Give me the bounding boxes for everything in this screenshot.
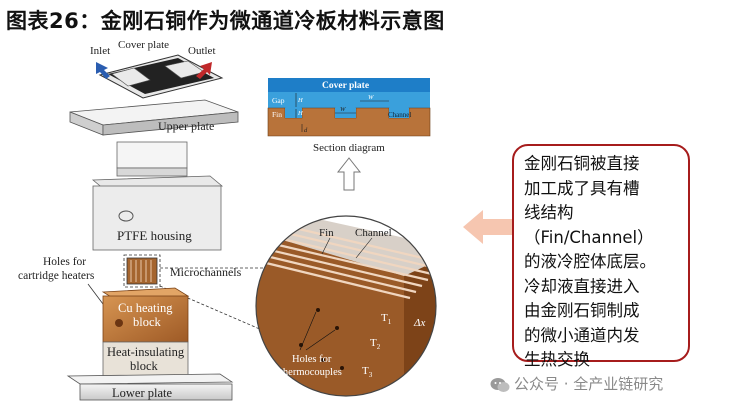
callout-line: 金刚石铜被直接 [524, 154, 640, 173]
zoom-dx: Δx [413, 317, 425, 329]
microchannel-stub [126, 257, 158, 285]
callout-line: （Fin/Channel） [524, 227, 654, 247]
zoom-t2: T2 [370, 337, 381, 351]
cu-heating-block-part [101, 287, 190, 343]
lower-plate-part [66, 373, 234, 401]
up-arrow-icon [336, 157, 362, 191]
label-cover-plate: Cover plate [118, 39, 169, 51]
zoom-t1: T1 [381, 312, 392, 326]
cover-plate-part [98, 54, 224, 99]
callout-box: 金刚石铜被直接 加工成了具有槽 线结构 （Fin/Channel） 的液冷腔体底… [512, 144, 690, 369]
svg-text:H: H [297, 110, 303, 117]
section-cover-plate: Cover plate [322, 81, 369, 91]
wechat-icon [490, 377, 510, 392]
label-cu-heating-block: Cu heating block [118, 301, 176, 329]
callout-line: 冷却液直接进入 [524, 276, 640, 296]
svg-text:W: W [340, 106, 346, 113]
zoom-fin: Fin [319, 227, 334, 239]
label-inlet: Inlet [90, 45, 110, 57]
watermark-text: 公众号 · 全产业链研究 [514, 375, 664, 393]
zoom-view [256, 216, 436, 396]
callout-line: 的液冷腔体底层。 [524, 252, 656, 271]
left-arrow-icon [463, 210, 515, 244]
section-fin: Fin [272, 110, 282, 119]
channel-block-part [116, 141, 188, 177]
svg-text:W: W [368, 94, 374, 101]
zoom-channel: Channel [355, 227, 392, 239]
label-microchannels: Microchannels [170, 265, 242, 279]
section-gap: Gap [272, 96, 285, 105]
figure-title: 图表26：金刚石铜作为微通道冷板材料示意图 [6, 9, 445, 33]
ptfe-housing-part [91, 175, 224, 251]
label-outlet: Outlet [188, 45, 216, 57]
callout-line: 由金刚石铜制成 [524, 301, 640, 320]
callout-line: 线结构 [524, 203, 574, 222]
callout-line: 加工成了具有槽 [524, 178, 640, 198]
zoom-circle [255, 215, 437, 397]
svg-text:H: H [297, 97, 303, 104]
callout-line: 的微小通道内发 [524, 325, 640, 345]
upper-plate-part [69, 99, 239, 136]
zoom-holes-thermocouples: Holes for thermocouples [280, 354, 342, 378]
zoom-t3: T3 [362, 365, 373, 379]
svg-text:d: d [304, 127, 308, 134]
outlet-arrow-icon [196, 62, 212, 79]
watermark: 公众号 · 全产业链研究 [490, 373, 663, 394]
section-caption: Section diagram [313, 142, 385, 154]
label-heat-insulating-block: Heat-insulating block [107, 345, 187, 373]
label-lower-plate: Lower plate [112, 386, 172, 400]
label-ptfe-housing: PTFE housing [117, 228, 192, 243]
label-upper-plate: Upper plate [158, 119, 214, 133]
inlet-arrow-icon [96, 62, 110, 79]
heat-insulating-block-part [102, 341, 189, 377]
callout-line: 生热交换 [524, 350, 590, 369]
section-channel: Channel [388, 111, 411, 119]
label-holes-cartridge: Holes for cartridge heaters [18, 256, 95, 282]
